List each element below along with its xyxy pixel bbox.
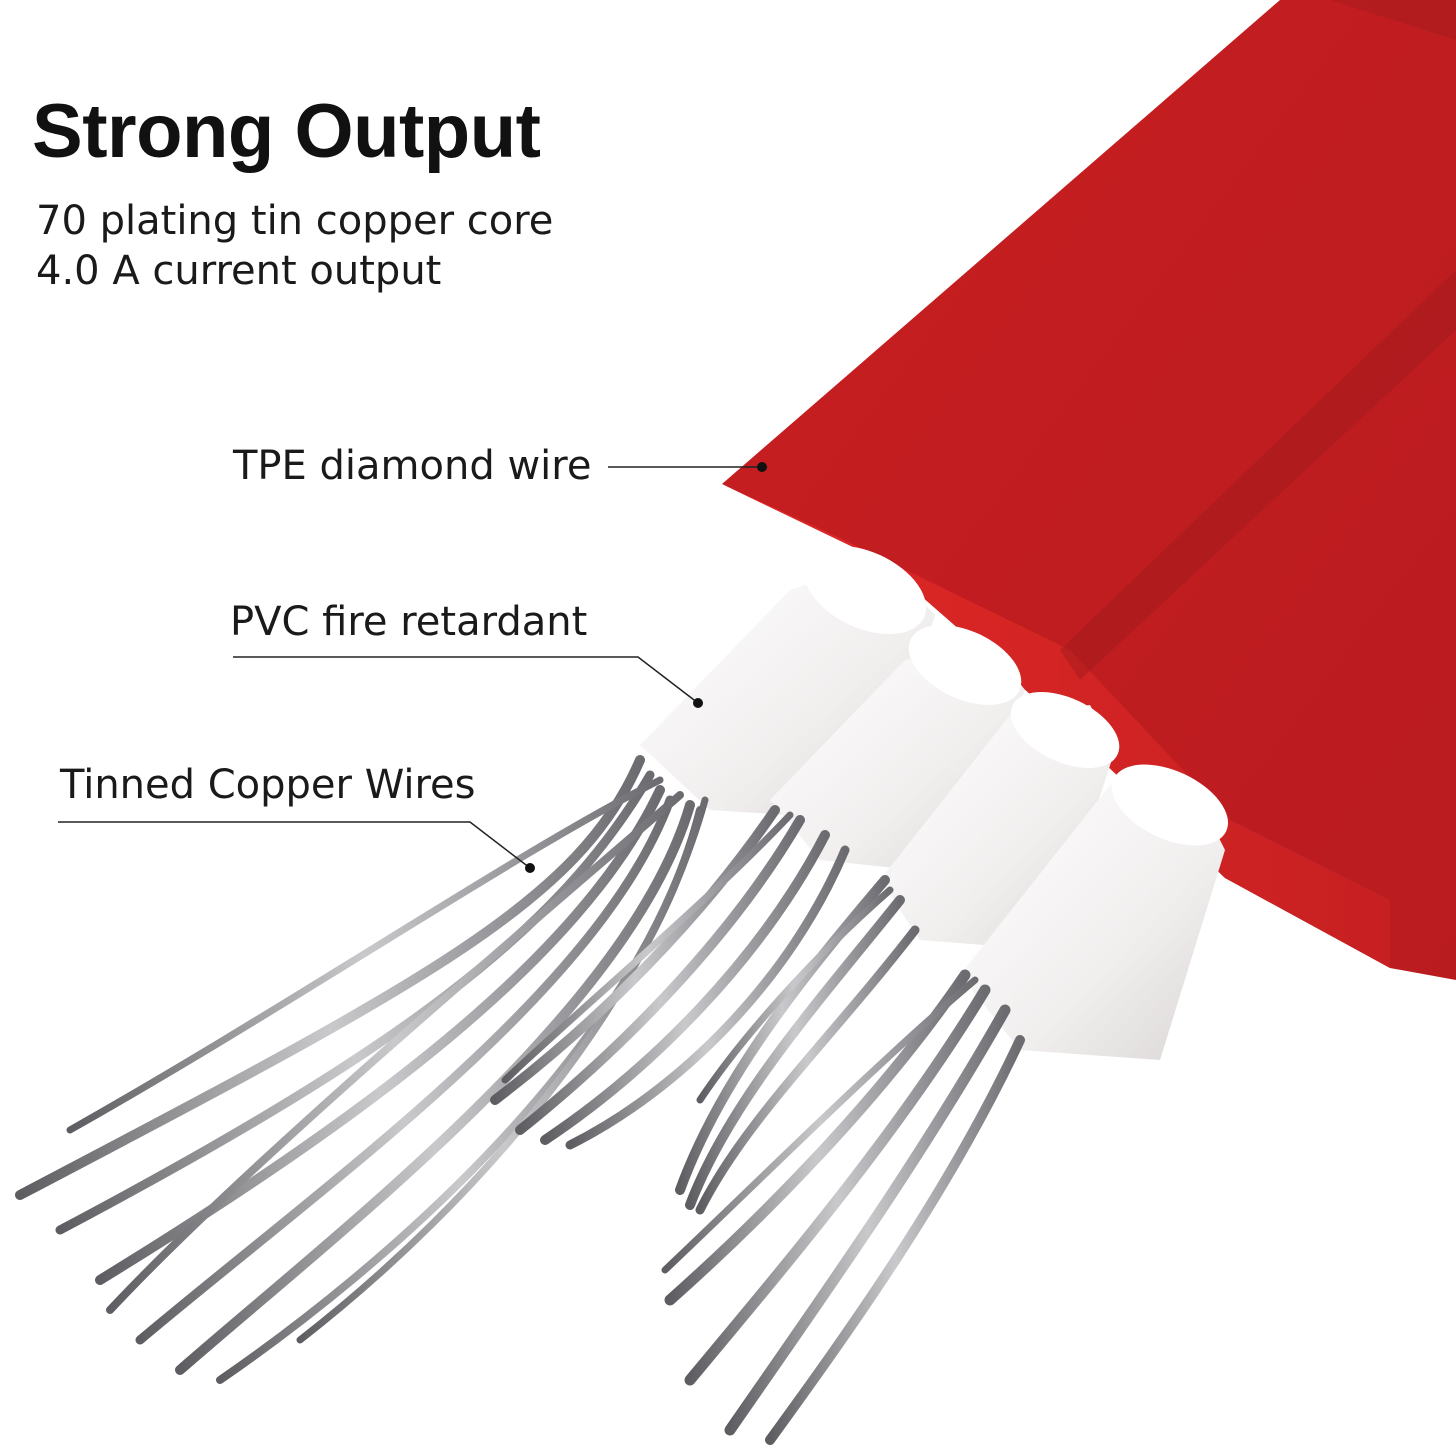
- callout-tpe-diamond-wire: TPE diamond wire: [233, 443, 592, 489]
- strand-bundle-3: [675, 875, 920, 1215]
- insulation-sleeves: [640, 545, 1228, 1060]
- strand-bundle-2: [490, 805, 850, 1150]
- spec-line-core: 70 plating tin copper core: [36, 198, 554, 244]
- strand-bundle-4: [661, 969, 1025, 1445]
- callout-tinned-copper-wires: Tinned Copper Wires: [60, 762, 476, 808]
- callout-pvc-fire-retardant: PVC fire retardant: [230, 599, 588, 645]
- callout-leaders: [58, 466, 762, 869]
- page-title: Strong Output: [32, 89, 541, 174]
- insulation-sleeve: [960, 764, 1228, 1060]
- callout-dots: [525, 462, 767, 873]
- spec-line-current: 4.0 A current output: [36, 248, 442, 294]
- strand-bundle-1: [15, 755, 709, 1384]
